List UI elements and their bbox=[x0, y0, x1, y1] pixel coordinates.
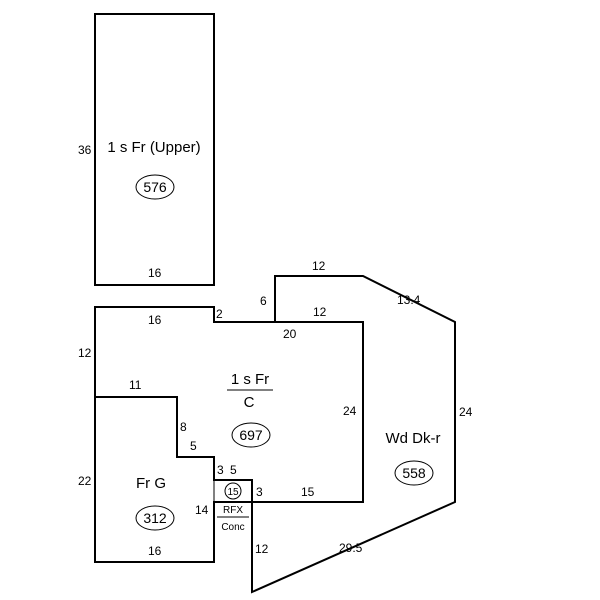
main-notch-inner-dim: 3 bbox=[256, 485, 263, 499]
main-inner-h-dim: 5 bbox=[190, 439, 197, 453]
deck-diag-top-dim: 13.4 bbox=[397, 293, 421, 307]
main-inner-top-dim: 11 bbox=[129, 378, 142, 392]
garage-bottom-dim: 16 bbox=[148, 544, 162, 558]
upper-area-value: 576 bbox=[143, 179, 167, 195]
garage-area-value: 312 bbox=[143, 510, 167, 526]
main-floor-sublabel: C bbox=[244, 394, 255, 411]
garage-left-dim: 22 bbox=[78, 474, 92, 488]
main-floor-label: 1 s Fr bbox=[231, 371, 269, 388]
porch-area-circle bbox=[224, 482, 242, 500]
deck-right-dim: 24 bbox=[459, 405, 473, 419]
deck-diag-bottom-dim: 29.5 bbox=[339, 541, 363, 555]
upper-floor-label: 1 s Fr (Upper) bbox=[107, 139, 200, 156]
porch-label-top: RFX bbox=[223, 505, 243, 516]
main-floor-outline bbox=[94, 306, 364, 563]
main-area-value: 697 bbox=[239, 427, 263, 443]
deck-area-oval bbox=[394, 460, 434, 486]
main-bottom-dim: 15 bbox=[301, 485, 315, 499]
deck-top-dim: 12 bbox=[312, 259, 326, 273]
deck-label: Wd Dk-r bbox=[386, 430, 441, 447]
main-inner-v-dim: 8 bbox=[180, 420, 187, 434]
upper-floor-outline bbox=[94, 13, 215, 286]
main-notch-h-dim: 5 bbox=[230, 463, 237, 477]
main-left-dim: 12 bbox=[78, 346, 92, 360]
main-area-oval bbox=[231, 422, 271, 448]
porch-label-bottom: Conc bbox=[221, 522, 244, 533]
upper-height-dim: 36 bbox=[78, 143, 92, 157]
deck-area-value: 558 bbox=[402, 465, 426, 481]
main-top-right-inner-dim: 12 bbox=[313, 305, 327, 319]
garage-boundary bbox=[95, 396, 253, 502]
porch-area-value: 15 bbox=[227, 487, 239, 498]
garage-label: Fr G bbox=[136, 475, 166, 492]
upper-width-dim: 16 bbox=[148, 266, 162, 280]
main-top-right-dim: 20 bbox=[283, 327, 297, 341]
main-top-step-dim: 2 bbox=[216, 307, 223, 321]
garage-right-dim: 14 bbox=[195, 503, 209, 517]
upper-area-oval bbox=[135, 174, 175, 200]
garage-area-oval bbox=[135, 505, 175, 531]
main-right-dim: 24 bbox=[343, 404, 357, 418]
deck-left-dim: 6 bbox=[260, 294, 267, 308]
main-top-left-dim: 16 bbox=[148, 313, 162, 327]
deck-bottom-left-dim: 12 bbox=[255, 542, 269, 556]
deck-outline bbox=[251, 275, 456, 594]
main-notch-v-dim: 3 bbox=[217, 463, 224, 477]
